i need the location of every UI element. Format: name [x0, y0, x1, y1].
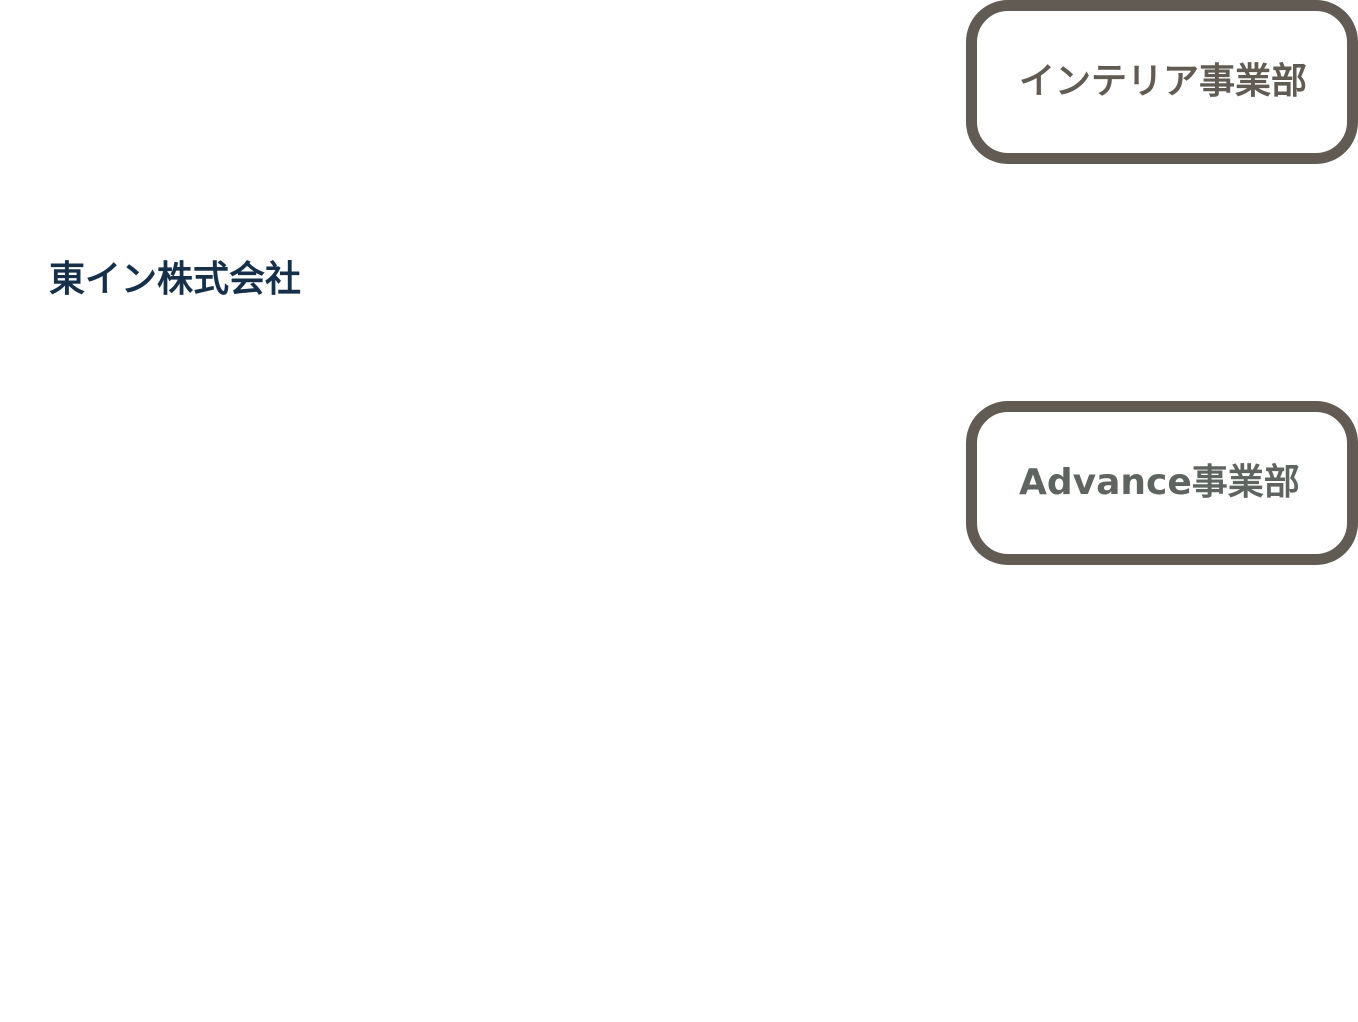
interior-division-button[interactable]: インテリア事業部 [966, 0, 1358, 164]
company-name: 東イン株式会社 [49, 259, 302, 300]
interior-division-label: インテリア事業部 [1019, 61, 1308, 102]
advance-division-button[interactable]: Advance事業部 [966, 401, 1358, 565]
advance-division-label: Advance事業部 [1019, 462, 1300, 503]
